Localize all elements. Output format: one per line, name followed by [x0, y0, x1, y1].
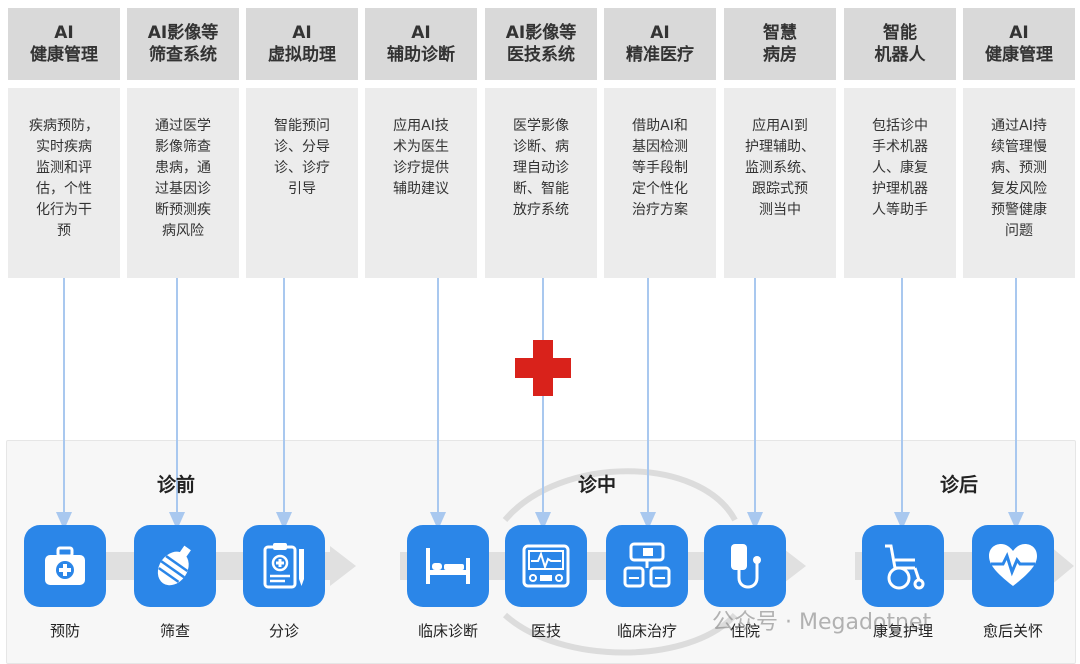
node-clinical-treatment — [606, 525, 688, 607]
phase-pre-label: 诊前 — [157, 474, 196, 496]
node-triage-label: 分诊 — [268, 622, 299, 640]
column-5-title: AI影像等 医技系统 — [485, 8, 597, 80]
phase-post-label: 诊后 — [940, 474, 979, 496]
node-screening-label: 筛查 — [159, 622, 190, 640]
column-1-description: 疾病预防， 实时疾病 监测和评 估，个性 化行为干 预 — [8, 88, 120, 278]
column-6-title: AI 精准医疗 — [604, 8, 716, 80]
ecg-monitor-icon — [522, 544, 570, 588]
node-hospitalization — [704, 525, 786, 607]
column-2-title: AI影像等 筛查系统 — [127, 8, 239, 80]
node-medical-technology-label: 医技 — [530, 622, 561, 640]
medical-device-icon — [623, 542, 671, 588]
node-triage — [243, 525, 325, 607]
node-clinical-diagnosis — [407, 525, 489, 607]
column-9-title: AI 健康管理 — [963, 8, 1075, 80]
iv-drip-icon — [731, 544, 761, 589]
node-clinical-diagnosis-label: 临床诊断 — [417, 622, 478, 640]
node-prevention-label: 预防 — [49, 622, 80, 640]
column-8-title: 智能 机器人 — [844, 8, 956, 80]
column-3-description: 智能预问 诊、分导 诊、诊疗 引导 — [246, 88, 358, 278]
node-hospitalization-label: 住院 — [729, 622, 760, 640]
node-rehabilitation — [862, 525, 944, 607]
node-prevention — [24, 525, 106, 607]
column-4-title: AI 辅助诊断 — [365, 8, 477, 80]
column-5-description: 医学影像 诊断、病 理自动诊 断、智能 放疗系统 — [485, 88, 597, 278]
column-7-description: 应用AI到 护理辅助、 监测系统、 跟踪式预 测当中 — [724, 88, 836, 278]
node-aftercare-label: 愈后关怀 — [982, 622, 1043, 640]
red-cross-icon — [515, 340, 571, 396]
column-6-description: 借助AI和 基因检测 等手段制 定个性化 治疗方案 — [604, 88, 716, 278]
column-2-description: 通过医学 影像筛查 患病，通 过基因诊 断预测疾 病风险 — [127, 88, 239, 278]
clipboard-icon — [263, 543, 304, 589]
first-aid-kit-icon — [45, 546, 85, 585]
node-aftercare — [972, 525, 1054, 607]
column-1-title: AI 健康管理 — [8, 8, 120, 80]
node-screening — [134, 525, 216, 607]
treatment-loop — [502, 468, 738, 522]
node-medical-technology — [505, 525, 587, 607]
node-clinical-treatment-label: 临床治疗 — [616, 622, 677, 640]
column-9-description: 通过AI持 续管理慢 病、预测 复发风险 预警健康 问题 — [963, 88, 1075, 278]
phase-mid-label: 诊中 — [578, 474, 617, 496]
column-4-description: 应用AI技 术为医生 诊疗提供 辅助建议 — [365, 88, 477, 278]
screening-icon — [157, 545, 191, 586]
heartbeat-icon — [989, 544, 1037, 586]
node-rehabilitation-label: 康复护理 — [872, 622, 933, 640]
wheelchair-icon — [885, 544, 925, 590]
column-7-title: 智慧 病房 — [724, 8, 836, 80]
column-8-description: 包括诊中 手术机器 人、康复 护理机器 人等助手 — [844, 88, 956, 278]
watermark: 公众号 · Megadotnet — [712, 610, 932, 635]
hospital-bed-icon — [426, 548, 470, 584]
column-3-title: AI 虚拟助理 — [246, 8, 358, 80]
